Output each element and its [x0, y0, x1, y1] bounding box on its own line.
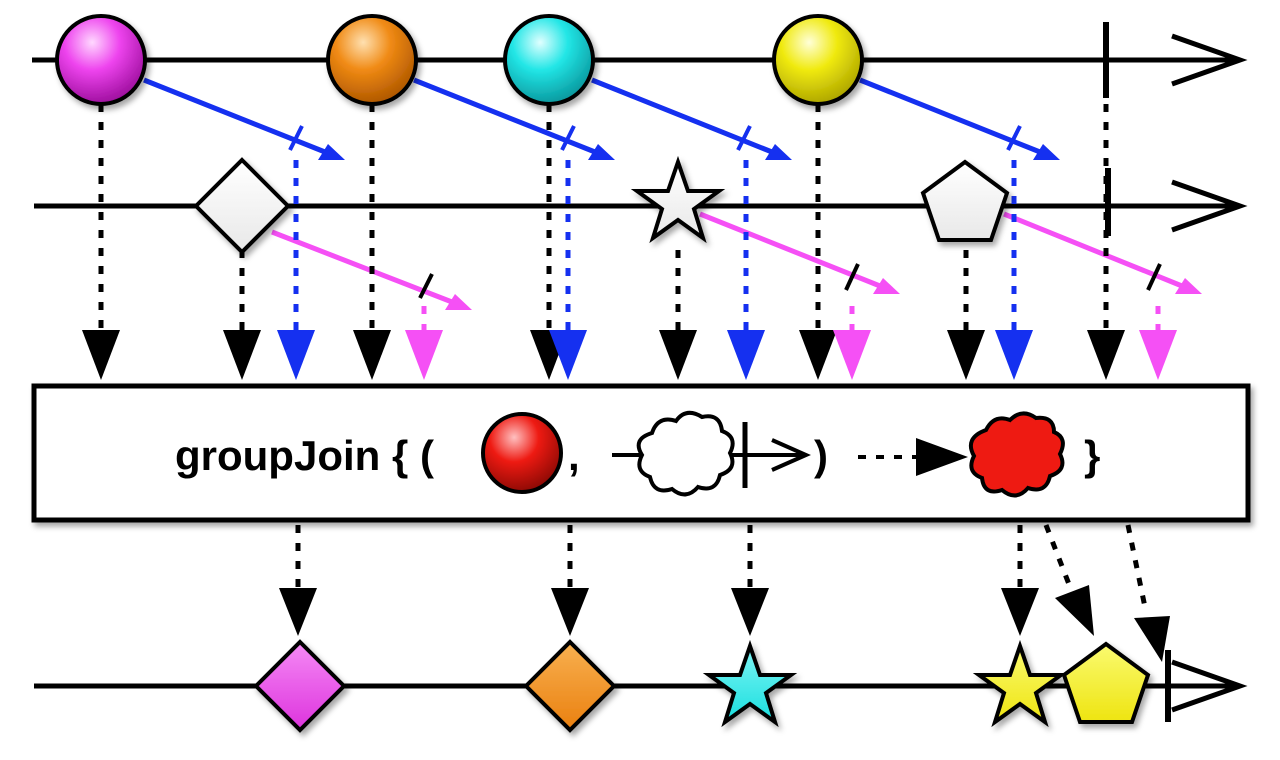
maps-to-arrow-icon	[858, 438, 968, 476]
magenta-diamond-marble	[253, 639, 347, 733]
right-stream-items	[193, 155, 1010, 255]
operator-box	[31, 383, 1251, 523]
magenta-circle-marble	[55, 14, 147, 106]
operator-comma: ,	[568, 432, 580, 479]
operator-name: groupJoin { (	[175, 432, 434, 479]
duration-arrow	[591, 77, 792, 160]
orange-diamond-marble	[523, 639, 617, 733]
operator-label: groupJoin { ( , ) }	[0, 426, 1280, 486]
cloud-icon	[636, 410, 735, 497]
red-circle-icon	[481, 412, 563, 494]
left-stream-items	[55, 14, 864, 106]
yellow-pentagon-marble	[1061, 641, 1151, 724]
duration-arrow	[859, 77, 1060, 160]
duration-arrow	[413, 77, 615, 160]
orange-circle-marble	[326, 14, 418, 106]
right-duration-arrows	[271, 211, 1202, 310]
left-duration-arrows	[143, 77, 1060, 160]
white-star-marble	[630, 155, 726, 244]
operator-close-paren: )	[814, 432, 828, 479]
duration-arrow	[271, 229, 472, 310]
input-connectors	[82, 104, 1177, 380]
result-stream-items	[253, 639, 1151, 733]
duration-arrow	[1003, 211, 1202, 294]
duration-arrow	[143, 77, 345, 160]
white-pentagon-marble	[920, 159, 1010, 242]
cyan-circle-marble	[503, 14, 595, 106]
cyan-star-marble	[702, 639, 798, 728]
yellow-star-marble	[972, 639, 1068, 728]
white-diamond-marble	[193, 157, 291, 255]
red-cloud-icon	[969, 411, 1065, 498]
left-timeline	[32, 22, 1248, 98]
operator-close-brace: }	[1084, 432, 1101, 479]
duration-arrow	[699, 211, 900, 294]
yellow-circle-marble	[772, 14, 864, 106]
inner-observable-icon	[612, 410, 811, 497]
result-timeline	[34, 650, 1248, 722]
output-connectors	[279, 524, 1170, 662]
